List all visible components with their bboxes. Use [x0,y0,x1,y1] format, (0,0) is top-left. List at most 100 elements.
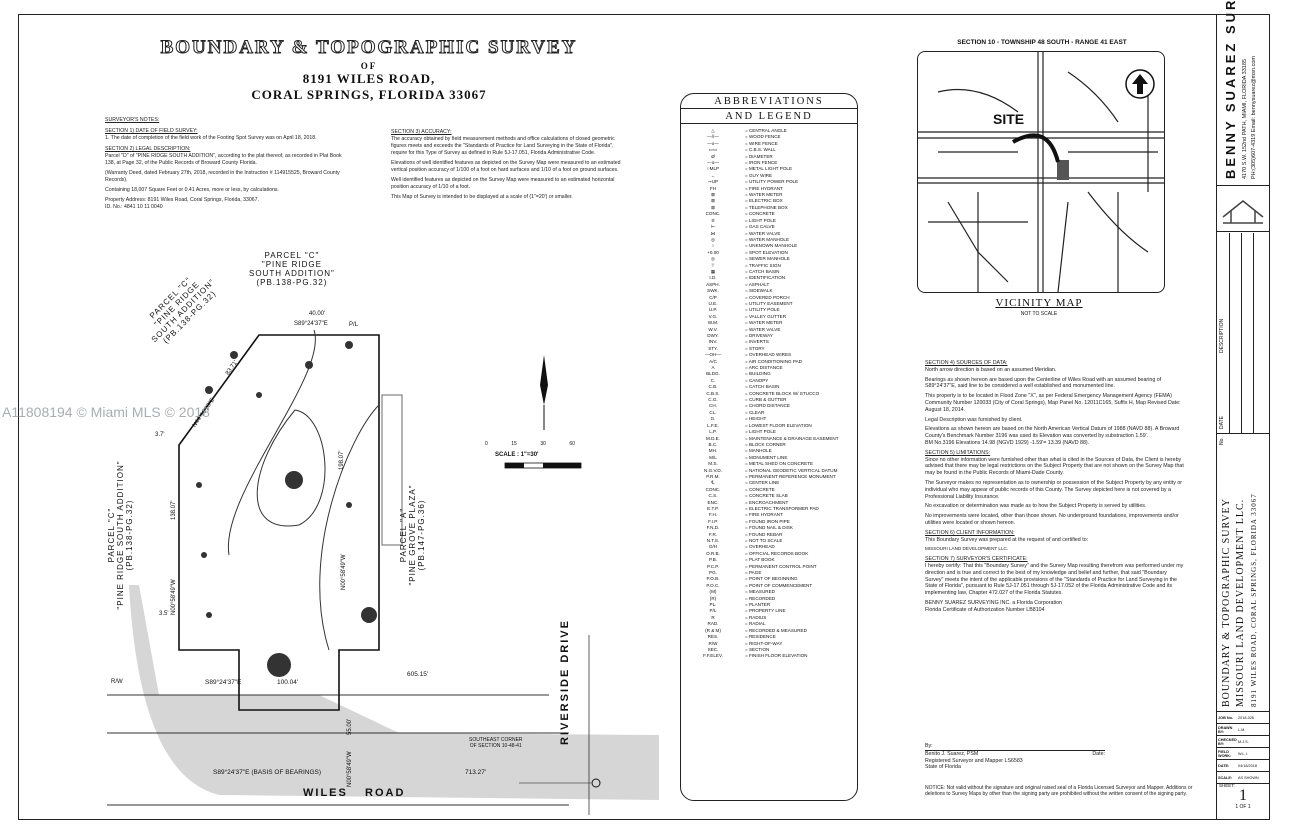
legend-meaning: = MANHOLE [745,448,772,454]
section-4-text-2: Bearings as shown hereon are based upon … [925,376,1162,390]
legend-meaning: = SECTION [745,646,770,652]
legend-item: C.G.= CURB & GUTTER [681,397,857,403]
section-3-text-2: Elevations of well identified features a… [391,160,621,173]
legend-symbol: P.B. [708,557,718,563]
legend-item: ▦ = CATCH BASIN [681,269,857,275]
legend-symbol: C.B. [708,384,718,390]
rw-label: R/W [111,679,123,685]
road-label-road: ROAD [365,787,406,799]
sheet-block: SHEET: 1 1 OF 1 [1217,783,1269,819]
section-4-title: SECTION 4) SOURCES OF DATA: [925,360,1008,366]
legend-symbol: E.T.P. [707,505,719,511]
section-5-title: SECTION 5) LIMITATIONS: [925,449,991,456]
legend-meaning: = WATER METER [745,192,783,198]
company-block: BENNY SUAREZ SURVEYING INC. 4170 S.W. 15… [1217,0,1269,186]
legend-meaning: = OFFICIAL RECORDS BOOK [745,550,809,556]
legend-symbol: ℄ [711,480,715,486]
legend-meaning: = METAL SHED ON CONCRETE [745,461,814,467]
title-block: BENNY SUAREZ SURVEYING INC. 4170 S.W. 15… [1216,0,1269,819]
section-3-title: SECTION 3) ACCURACY: [391,129,452,135]
legend-symbol: R/W [708,640,718,646]
legend-meaning: = IDENTIFICATION [745,275,786,281]
legend-meaning: = OVERHEAD WIRES [745,352,792,358]
legend-symbol: C/P [709,294,717,300]
section-7-title: SECTION 7) SURVEYOR'S CERTIFICATE: [925,556,1028,563]
legend-symbol: W.M. [707,320,719,326]
legend-symbol: ▭▭ [708,147,718,153]
legend-symbol: —o— [707,160,719,166]
legend-item: W.V.= WATER VALVE [681,327,857,333]
legend-meaning: = CENTER LINE [745,480,780,486]
legend-symbol: F.I.P. [708,518,718,524]
legend-symbol: ▦ [710,268,716,274]
legend-symbol: G. [710,416,716,422]
legend-item: PL.= PLANTER [681,602,857,608]
project-block: BOUNDARY & TOPOGRAPHIC SURVEY MISSOURI L… [1217,435,1269,712]
job-info-row: SCALE:AS SHOWN [1217,772,1269,784]
legend-meaning: = PERMANENT CONTROL POINT [745,563,817,569]
scale-ticks: 0 15 30 60 [485,441,575,447]
legend-item: ℄ = CENTER LINE [681,480,857,486]
legend-item: (M)= MEASURED [681,589,857,595]
legend-symbol: ⊢ [710,224,715,230]
dim-713: 713.27' [465,769,487,776]
legend-symbol: C.S. [708,493,718,499]
legend-meaning: = ASPHALT [745,281,770,287]
legend-item: Ø= DIAMETER [681,154,857,160]
legend-meaning: = RESIDENCE [745,634,776,640]
legend-symbol: O/H [708,544,718,550]
legend-symbol: N.G.V.D. [704,467,722,473]
legend-symbol: ⊠ [711,204,715,210]
legend-meaning: = WOOD FENCE [745,134,781,140]
legend-meaning: = LOWEST FLOOR ELEVATION [745,422,812,428]
legend-item: G.= HEIGHT [681,416,857,422]
signature-block: By: Benito J. Suarez, PSM Date: Register… [925,743,1105,771]
job-info-value: 04/18/2018 [1238,763,1258,768]
legend-item: —OH—= OVERHEAD WIRES [681,352,857,358]
legend-meaning: = CENTRAL ANGLE [745,128,787,133]
job-info-value: AS SHOWN [1238,775,1259,780]
legend-heading-2: AND LEGEND [681,109,857,124]
legend-item: —//—= WOOD FENCE [681,134,857,140]
scale-tick-30: 30 [540,441,546,447]
sig-date: Date: [1092,750,1105,757]
property-boundary [178,334,380,711]
legend-symbol: (R & M) [705,627,721,633]
section-4-text-4: Legal Description was furnished by clien… [925,416,1023,423]
legend-symbol: F.F.ELEV. [703,653,723,659]
legend-item: CH.= CHORD DISTANCE [681,403,857,409]
legend-symbol: P.O.C. [706,582,720,588]
legend-symbol: A [711,365,715,371]
legend-symbol: ⊠ [711,192,715,198]
abbreviations-legend: ABBREVIATIONS AND LEGEND △= CENTRAL ANGL… [680,93,858,801]
legend-symbol: ⋈ [710,230,716,236]
legend-symbol: C. [710,377,716,383]
legend-symbol: F.R. [708,531,718,537]
legend-meaning: = CATCH BASIN [745,268,780,274]
legend-symbol: RES. [707,634,719,640]
legend-item: C.B.S.= CONCRETE BLOCK W/ STUCCO [681,391,857,397]
legend-symbol: ← [710,172,716,178]
legend-meaning: = WATER MANHOLE [745,236,790,242]
legend-symbol: B.C. [708,441,718,447]
section-2-text-5: ID. No.: 4841 10 11 0040 [105,204,163,210]
legend-item: SEC.= SECTION [681,647,857,653]
legend-item: ✡= LIGHT POLE [681,218,857,224]
legend-meaning: = WATER VALVE [745,230,781,236]
legend-item: INV.= INVERTS [681,339,857,345]
legend-meaning: = ELECTRIC TRANSFORMER PAD [745,505,819,511]
legend-symbol: ◎ [710,256,715,262]
vicinity-map-streets [918,52,1164,292]
section-4-text-5: Elevations as shown hereon are based on … [925,426,1180,440]
section-6-title: SECTION 6) CLIENT INFORMATION: [925,529,1015,536]
job-info-row: DATE:04/18/2018 [1217,760,1269,772]
legend-item: F.H.= FIRE HYDRANT [681,512,857,518]
legend-item: ◎= SEWER MANHOLE [681,256,857,262]
job-info-row: JOB No.2018-026 [1217,712,1269,724]
legend-item: M/L= MONUMENT LINE [681,455,857,461]
legend-item: ⊠= TELEPHONE BOX [681,205,857,211]
legend-item: ⊤= TRAFFIC SIGN [681,263,857,269]
section-3-text-3: Well identified features as depicted on … [391,177,615,190]
legend-item: A/C= AIR CONDITIONING PAD [681,359,857,365]
legend-meaning: = FINISH FLOOR ELEVATION [745,653,808,659]
